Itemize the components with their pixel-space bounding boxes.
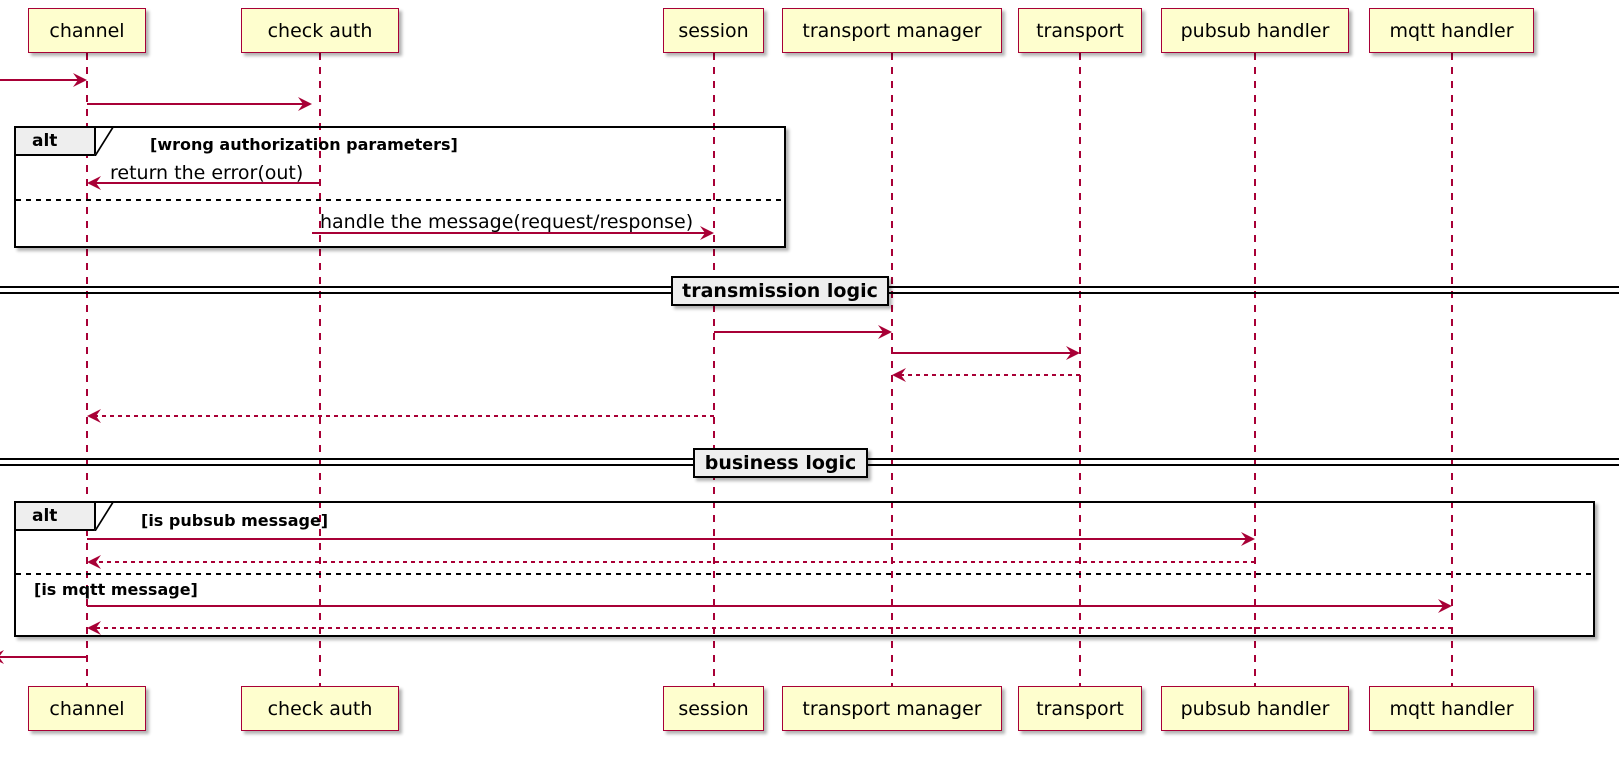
participant-transport-manager-bottom: transport manager (782, 686, 1002, 731)
fragment-corner-alt-business-logic (94, 503, 130, 531)
message-arrowhead-m5 (878, 325, 892, 339)
participant-channel-bottom: channel (28, 686, 146, 731)
participant-mqtt-handler-bottom: mqtt handler (1369, 686, 1534, 731)
participant-session-top: session (663, 8, 764, 53)
arrows-group (0, 73, 1452, 664)
divider-lines-group (0, 286, 1619, 466)
fragment-alt-authorization: alt (14, 126, 786, 248)
message-arrowhead-m12 (87, 621, 101, 635)
participant-mqtt-handler-top: mqtt handler (1369, 8, 1534, 53)
message-arrowhead-m7 (892, 368, 906, 382)
message-arrowhead-m4 (700, 226, 714, 240)
divider-transmission-logic: transmission logic (671, 276, 889, 306)
fragment-alt-business-logic: alt (14, 501, 1595, 637)
message-arrowhead-m11 (1438, 599, 1452, 613)
fragment-else-dividers-group (16, 199, 1593, 575)
participant-transport-bottom: transport (1018, 686, 1142, 731)
participant-pubsub-handler-bottom: pubsub handler (1161, 686, 1349, 731)
fragment-condition-alt-authorization: [wrong authorization parameters] (150, 135, 458, 154)
message-arrowhead-m8 (87, 409, 101, 423)
message-arrowhead-m9 (1241, 532, 1255, 546)
message-label-m3: return the error(out) (110, 162, 304, 184)
participant-session-bottom: session (663, 686, 764, 731)
message-arrowhead-m6 (1066, 346, 1080, 360)
message-arrowhead-m2 (298, 97, 312, 111)
divider-business-logic: business logic (693, 448, 868, 478)
message-arrowhead-m13 (0, 650, 4, 664)
fragment-else-condition-alt-business-logic: [is mqtt message] (34, 580, 198, 599)
fragment-operator-alt-business-logic: alt (16, 503, 96, 531)
message-label-m4: handle the message(request/response) (320, 211, 694, 233)
participant-channel-top: channel (28, 8, 146, 53)
fragment-corner-alt-authorization (94, 128, 130, 156)
participant-check-auth-bottom: check auth (241, 686, 399, 731)
message-arrowhead-m3 (87, 176, 101, 190)
fragment-operator-alt-authorization: alt (16, 128, 96, 156)
participant-transport-manager-top: transport manager (782, 8, 1002, 53)
message-arrowhead-m1 (73, 73, 87, 87)
message-arrowhead-m10 (87, 555, 101, 569)
participant-check-auth-top: check auth (241, 8, 399, 53)
fragment-condition-alt-business-logic: [is pubsub message] (141, 511, 329, 530)
participant-pubsub-handler-top: pubsub handler (1161, 8, 1349, 53)
participant-transport-top: transport (1018, 8, 1142, 53)
